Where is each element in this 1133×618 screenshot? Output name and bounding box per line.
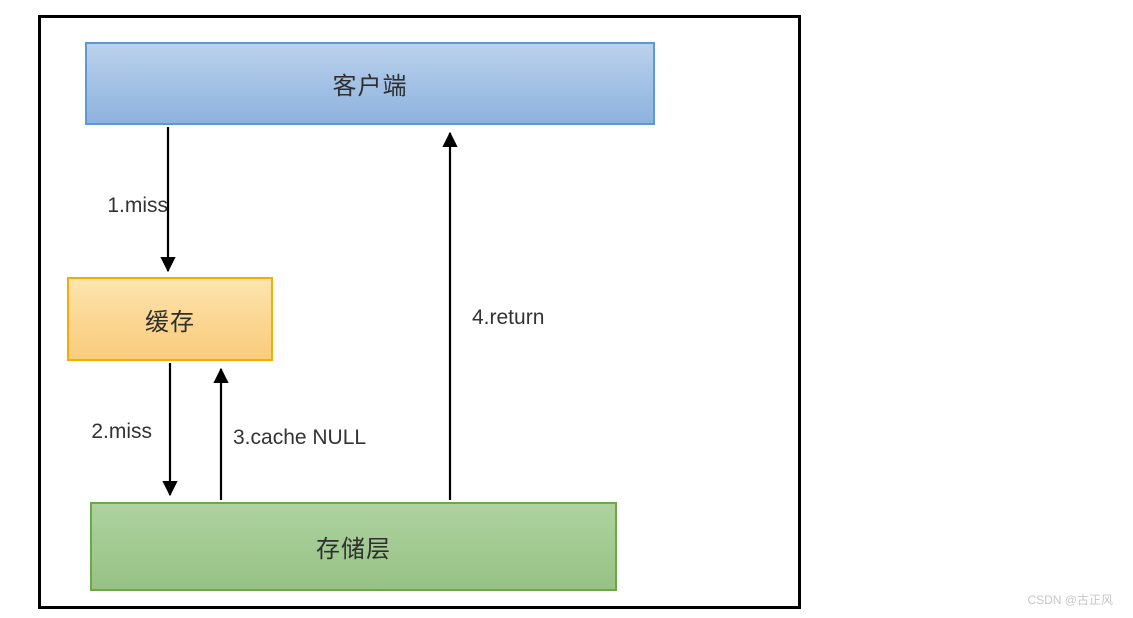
edge-label-3-cache-null: 3.cache NULL [233, 426, 367, 449]
node-client: 客户端 [85, 42, 655, 125]
edge-label-1-miss: 1.miss [107, 194, 168, 217]
watermark: CSDN @古正风 [1027, 593, 1113, 607]
diagram-frame [38, 15, 801, 609]
node-cache: 缓存 [67, 277, 273, 361]
node-cache-label: 缓存 [145, 308, 195, 336]
node-storage: 存储层 [90, 502, 617, 591]
edge-label-4-return: 4.return [472, 306, 545, 329]
node-client-label: 客户端 [332, 73, 408, 100]
node-storage-label: 存储层 [316, 536, 391, 563]
edge-label-2-miss: 2.miss [91, 420, 152, 443]
